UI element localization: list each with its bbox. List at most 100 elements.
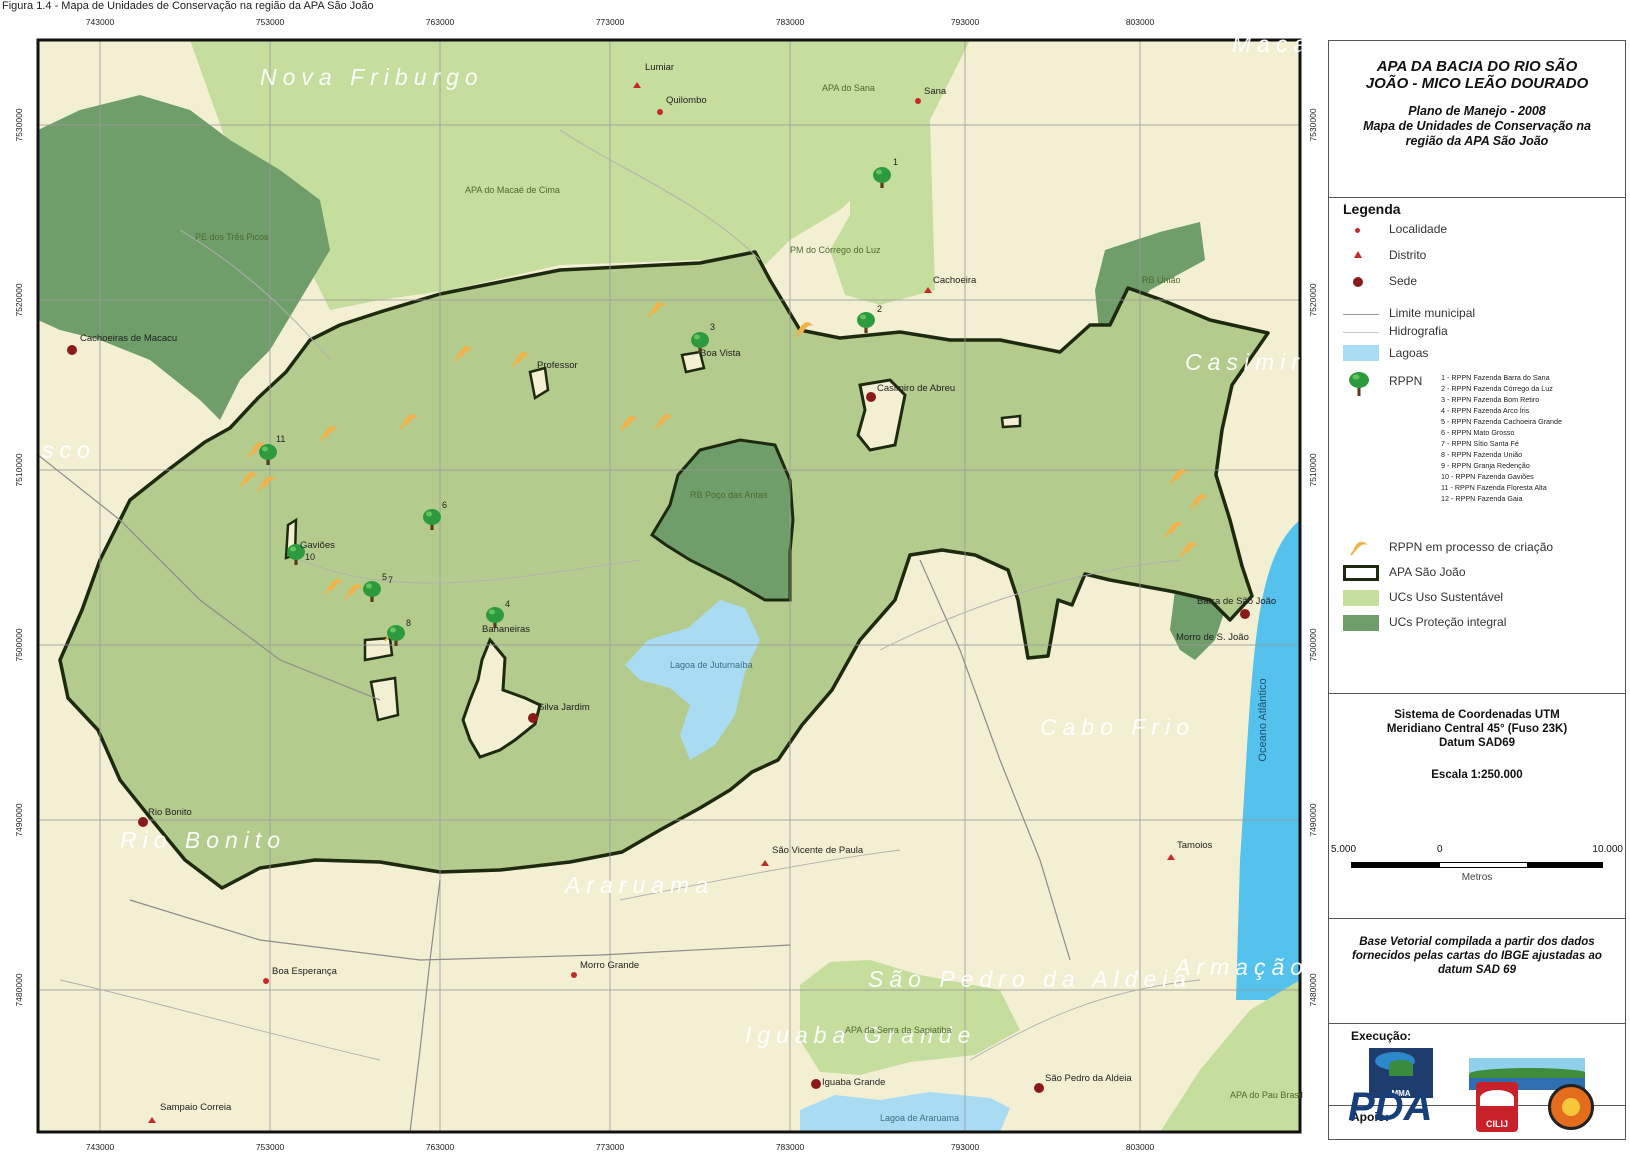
sun-logo: [1548, 1084, 1594, 1130]
ciliu-text: CILIJ: [1485, 1119, 1508, 1129]
legend-limite: Limite municipal: [1389, 306, 1476, 320]
xtop-5: 783000: [776, 17, 805, 27]
rppn-item-4: 4 - RPPN Fazenda Arco Íris: [1441, 406, 1530, 415]
base-vetorial-note: Base Vetorial compilada a partir dos dad…: [1352, 936, 1602, 976]
place-sampaio-correa: Sampaio Correia: [160, 1102, 232, 1113]
place-casimiro-abreu: Casimiro de Abreu: [877, 383, 955, 394]
legend-rppn-process: RPPN em processo de criação: [1389, 540, 1554, 554]
label-ocean: Oceano Atlântico: [1257, 678, 1269, 761]
yleft-4: 7500000: [14, 628, 24, 661]
rppn-process-symbol: [1350, 541, 1368, 556]
legend-section: Legenda Localidade Distrito Sede Limite …: [1329, 198, 1625, 694]
rppn-item-10: 10 - RPPN Fazenda Gaviões: [1441, 472, 1534, 481]
xbot-2: 753000: [256, 1142, 285, 1152]
region-macae: Macaé: [1232, 31, 1331, 57]
apa-macae-de-cima-area: [190, 40, 905, 310]
mma-logo: MMA: [1369, 1048, 1433, 1098]
rppn-label-7: 7: [388, 575, 393, 585]
place-sao-pedro: São Pedro da Aldeia: [1045, 1073, 1132, 1084]
yright-6: 7480000: [1308, 973, 1318, 1006]
apa-sana-area: [770, 40, 970, 305]
place-sao-vicente: São Vicente de Paula: [772, 845, 864, 856]
label-apa-pau-brasil: APA do Pau Brasil: [1230, 1090, 1303, 1100]
morro-sao-joao-area: [1170, 590, 1225, 660]
place-iguaba-grande: Iguaba Grande: [822, 1077, 885, 1088]
utm-grid: [38, 40, 1300, 1132]
place-silva-jardim: Silva Jardim: [538, 702, 590, 713]
place-morro-sao-joao: Morro de S. João: [1176, 632, 1249, 643]
xtop-4: 773000: [596, 17, 625, 27]
coords-line-1: Sistema de Coordenadas UTM: [1394, 709, 1560, 721]
yright-5: 7490000: [1308, 803, 1318, 836]
rppn-label-10: 10: [305, 552, 315, 562]
place-markers: [67, 82, 1250, 1123]
rppn-label-1: 1: [893, 157, 898, 167]
rppn-label-8: 8: [406, 618, 411, 628]
place-cachoeiras-macacu: Cachoeiras de Macacu: [80, 333, 177, 344]
rppn-item-1: 1 - RPPN Fazenda Barra do Sana: [1441, 373, 1550, 382]
silva-jardim-hole: [461, 637, 542, 759]
small-hole-5: [1000, 414, 1022, 429]
label-apa-sapiatiba: APA da Serra da Sapiatiba: [845, 1025, 951, 1035]
map-info-panel: APA DA BACIA DO RIO SÃO JOÃO - MICO LEÃO…: [1328, 40, 1626, 1140]
xtop-2: 753000: [256, 17, 285, 27]
place-lumiar: Lumiar: [645, 62, 674, 73]
legend-hidro: Hidrografia: [1389, 324, 1448, 338]
label-rb-uniao: RB União: [1142, 275, 1181, 285]
ciliu-logo: CILIJ: [1476, 1082, 1518, 1132]
scale-mid-label: 0: [1437, 844, 1443, 855]
place-bananeiras: Bananeiras: [482, 624, 530, 635]
yleft-2: 7520000: [14, 283, 24, 316]
yleft-1: 7530000: [14, 108, 24, 141]
legend-rppn: RPPN: [1389, 374, 1423, 388]
rppn-label-5: 5: [382, 572, 387, 582]
place-cachoeira: Cachoeira: [933, 275, 977, 286]
place-tamoios: Tamoios: [1177, 840, 1213, 851]
xtop-6: 793000: [951, 17, 980, 27]
rppn-label-2: 2: [877, 304, 882, 314]
hydrography: [59, 129, 1201, 1061]
uso-symbol: [1343, 590, 1379, 606]
region-fragment: sco: [42, 437, 96, 463]
scale-right-label: 10.000: [1592, 844, 1623, 855]
yleft-3: 7510000: [14, 453, 24, 486]
base-section: Base Vetorial compilada a partir dos dad…: [1329, 919, 1625, 1024]
apa-pau-brasil-area: [1160, 980, 1300, 1132]
yright-4: 7500000: [1308, 628, 1318, 661]
place-professor: Professor: [537, 360, 578, 371]
place-morro-grande: Morro Grande: [580, 960, 639, 971]
rppn-item-12: 12 - RPPN Fazenda Gaia: [1441, 494, 1523, 503]
scale-text: Escala 1:250.000: [1431, 769, 1523, 781]
rppn-label-4: 4: [505, 599, 510, 609]
place-rio-bonito: Rio Bonito: [148, 807, 192, 818]
yleft-5: 7490000: [14, 803, 24, 836]
rppn-item-9: 9 - RPPN Granja Redenção: [1441, 461, 1530, 470]
label-lagoa-juturnaiba: Lagoa de Juturnaíba: [670, 660, 753, 670]
apa-symbol: [1343, 565, 1379, 581]
xbot-3: 763000: [426, 1142, 455, 1152]
rppn-item-2: 2 - RPPN Fazenda Córrego da Luz: [1441, 384, 1553, 393]
region-armacao: Armação: [1173, 954, 1309, 980]
legend-protecao: UCs Proteção integral: [1389, 615, 1507, 629]
ocean-area: [1236, 520, 1300, 1000]
legend-sede: Sede: [1389, 274, 1418, 288]
legend-title: Legenda: [1343, 201, 1401, 217]
rppn-item-7: 7 - RPPN Sítio Santa Fé: [1441, 439, 1519, 448]
small-hole-3: [528, 366, 550, 401]
mma-text: MMA: [1391, 1089, 1411, 1098]
legend-lagoas: Lagoas: [1389, 346, 1429, 360]
region-nova-friburgo: Nova Friburgo: [260, 64, 484, 90]
hidro-symbol: [1343, 332, 1379, 333]
place-barra-sao-joao: Barra de São João: [1197, 596, 1276, 607]
legend-distrito: Distrito: [1389, 248, 1427, 262]
label-apa-sana: APA do Sana: [822, 83, 875, 93]
label-rb-poco: RB Poço das Antas: [690, 490, 768, 500]
yright-2: 7520000: [1308, 283, 1318, 316]
rppn-item-5: 5 - RPPN Fazenda Cachoeira Grande: [1441, 417, 1563, 426]
scale-unit: Metros: [1461, 872, 1493, 883]
apoio-section: Apoio:: [1329, 1106, 1625, 1141]
sede-symbol: [1353, 277, 1363, 287]
yright-1: 7530000: [1308, 108, 1318, 141]
xtop-1: 743000: [86, 17, 115, 27]
